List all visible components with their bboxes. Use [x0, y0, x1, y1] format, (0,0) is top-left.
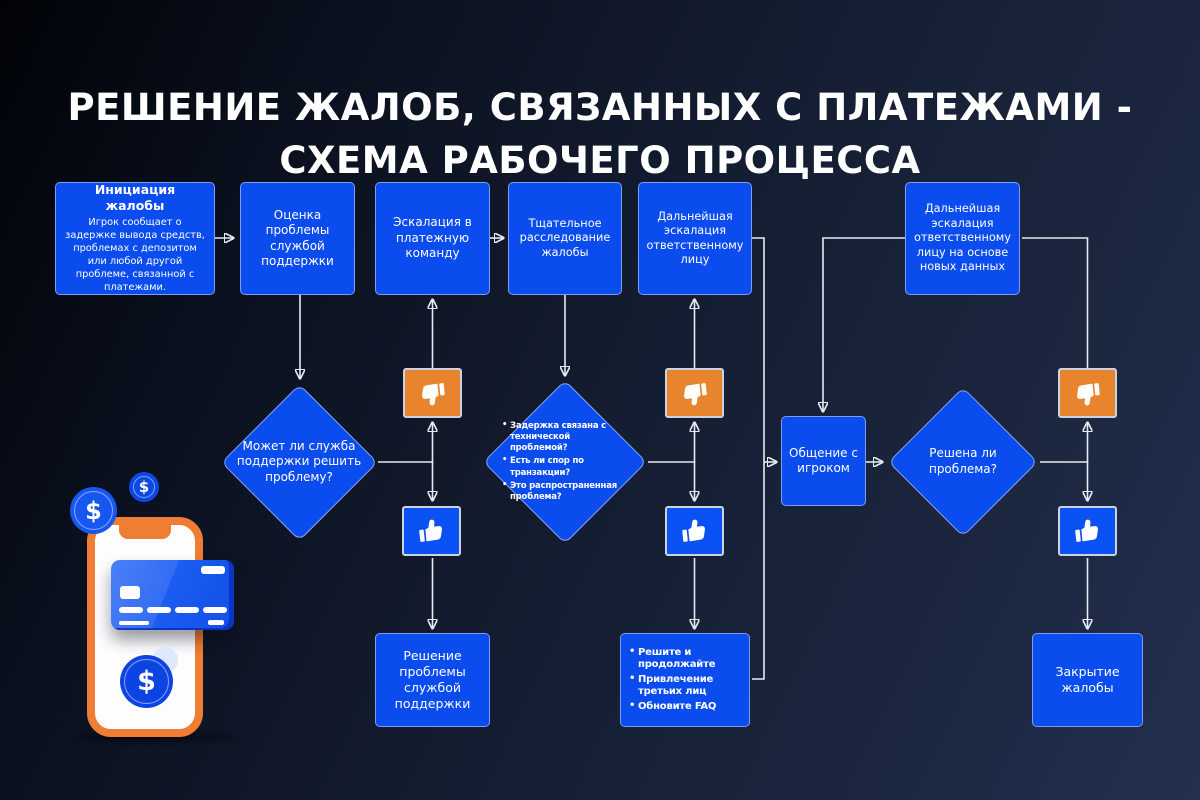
bullet-item: Решите и продолжайте [629, 646, 743, 672]
thumbs-up-icon [682, 519, 705, 542]
node-support-resolution: Решение проблемы службой поддержки [375, 633, 490, 727]
node-escalation-responsible-label: Дальнейшая эскалация ответственному лицу [646, 209, 744, 266]
node-escalation-payment-team: Эскалация в платежную команду [375, 182, 490, 295]
phone-notch [119, 525, 171, 539]
resolution-actions-list: Решите и продолжайте Привлечение третьих… [629, 646, 743, 714]
dollar-symbol: $ [85, 496, 102, 525]
node-complaint-closure: Закрытие жалобы [1032, 633, 1143, 727]
node-complaint-closure-label: Закрытие жалобы [1055, 664, 1120, 695]
bullet-item: Есть ли спор по транзакции? [502, 455, 628, 478]
node-thorough-investigation-label: Тщательное расследование жалобы [519, 216, 611, 259]
bullet-item: Это распространенная проблема? [502, 480, 628, 503]
dollar-coin-icon: $ [120, 655, 173, 708]
node-support-assessment-label: Оценка проблемы службой поддержки [261, 207, 334, 268]
card-stripe [201, 566, 225, 574]
node-complaint-initiation-body: Игрок сообщает о задержке вывода средств… [65, 217, 205, 293]
page-title-line1: РЕШЕНИЕ ЖАЛОБ, СВЯЗАННЫХ С ПЛАТЕЖАМИ - [67, 85, 1133, 129]
thumbs-up-badge [665, 506, 724, 556]
decision-issue-checks-list: Задержка связана с технической проблемой… [502, 420, 628, 503]
node-escalation-new-data-label: Дальнейшая эскалация ответственному лицу… [914, 202, 1011, 274]
thumbs-down-icon [1077, 382, 1100, 405]
thumbs-down-icon [422, 382, 445, 405]
decision-problem-resolved: Решена ли проблема? [887, 386, 1039, 538]
decision-issue-checks: Задержка связана с технической проблемой… [482, 379, 648, 545]
node-complaint-initiation-title: Инициация жалобы [94, 182, 176, 214]
card-line [119, 621, 149, 625]
thumbs-down-badge [1058, 368, 1117, 418]
thumbs-up-icon [1075, 519, 1098, 542]
card-number-dashes [119, 607, 227, 613]
node-player-communication: Общение с игроком [781, 416, 866, 506]
bullet-item: Обновите FAQ [629, 700, 743, 714]
decision-can-support-resolve-label: Может ли служба поддержки решить проблем… [236, 438, 362, 484]
node-complaint-initiation: Инициация жалобы Игрок сообщает о задерж… [55, 182, 215, 295]
bullet-item: Задержка связана с технической проблемой… [502, 420, 628, 454]
thumbs-up-badge [402, 506, 461, 556]
dollar-symbol: $ [137, 666, 156, 697]
node-thorough-investigation: Тщательное расследование жалобы [508, 182, 622, 295]
node-escalation-payment-team-label: Эскалация в платежную команду [393, 215, 472, 261]
page-title: РЕШЕНИЕ ЖАЛОБ, СВЯЗАННЫХ С ПЛАТЕЖАМИ - С… [0, 81, 1200, 188]
node-escalation-responsible: Дальнейшая эскалация ответственному лицу [638, 182, 752, 295]
node-player-communication-label: Общение с игроком [789, 445, 858, 475]
dollar-symbol: $ [138, 478, 150, 496]
page-title-line2: СХЕМА РАБОЧЕГО ПРОЦЕССА [279, 139, 921, 183]
card-chip [120, 586, 140, 599]
node-resolution-actions: Решите и продолжайте Привлечение третьих… [620, 633, 750, 727]
credit-card-graphic [111, 560, 234, 630]
bullet-item: Привлечение третьих лиц [629, 673, 743, 699]
thumbs-up-icon [419, 519, 442, 542]
card-line [208, 620, 224, 625]
phone-shadow [78, 732, 236, 742]
decision-problem-resolved-label: Решена ли проблема? [928, 446, 998, 476]
thumbs-up-badge [1058, 506, 1117, 556]
node-support-resolution-label: Решение проблемы службой поддержки [394, 648, 471, 711]
thumbs-down-badge [665, 368, 724, 418]
thumbs-down-badge [403, 368, 462, 418]
dollar-coin-icon: $ [70, 487, 117, 534]
decision-can-support-resolve: Может ли служба поддержки решить проблем… [219, 382, 379, 542]
node-escalation-new-data: Дальнейшая эскалация ответственному лицу… [905, 182, 1020, 295]
dollar-coin-icon: $ [129, 472, 159, 502]
thumbs-down-icon [684, 382, 707, 405]
node-support-assessment: Оценка проблемы службой поддержки [240, 182, 355, 295]
